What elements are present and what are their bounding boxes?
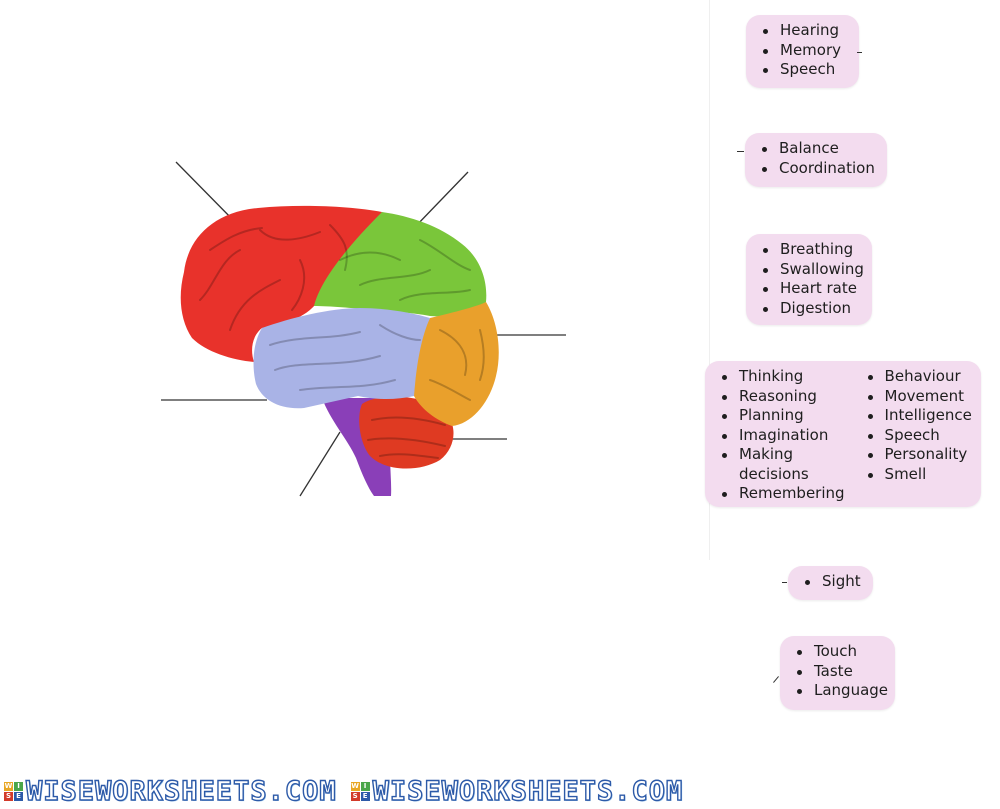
label-line-brainstem[interactable] (299, 431, 341, 497)
card-column-right: Behaviour Movement Intelligence Speech P… (863, 367, 972, 504)
watermark-block: W I S E WISEWORKSHEETS.COM (4, 775, 337, 807)
brain-diagram (161, 161, 566, 497)
function-card-hearing[interactable]: Hearing Memory Speech (746, 15, 859, 88)
temporal-lobe (253, 308, 430, 409)
card-item: Making (717, 445, 845, 465)
card-item: Intelligence (863, 406, 972, 426)
card-item: Thinking (717, 367, 845, 387)
card-column-left: Thinking Reasoning Planning Imagination … (717, 367, 845, 504)
card-item: Sight (800, 572, 863, 592)
page-divider (709, 0, 710, 560)
label-line-frontal[interactable] (175, 161, 239, 226)
occipital-lobe (412, 302, 499, 426)
card-connector (857, 52, 862, 53)
card-item: Imagination (717, 426, 845, 446)
cerebellum-lobe (359, 396, 454, 469)
watermark-logo-icon: W I S E (4, 781, 23, 801)
card-connector (737, 151, 744, 152)
card-connector (773, 676, 779, 683)
card-item: Personality (863, 445, 972, 465)
card-item: Behaviour (863, 367, 972, 387)
card-item: Heart rate (758, 279, 862, 299)
function-card-breathing[interactable]: Breathing Swallowing Heart rate Digestio… (746, 234, 872, 325)
card-item: Swallowing (758, 260, 864, 280)
card-item: Planning (717, 406, 845, 426)
watermark-text: WISEWORKSHEETS.COM (372, 775, 684, 807)
card-connector (782, 582, 787, 583)
watermark-block: W I S E WISEWORKSHEETS.COM (350, 775, 684, 807)
card-item: Hearing (758, 21, 849, 41)
function-card-thinking[interactable]: Thinking Reasoning Planning Imagination … (705, 361, 981, 507)
card-item: Smell (863, 465, 972, 485)
watermark-logo-icon: W I S E (350, 781, 370, 801)
card-item: Remembering (717, 484, 845, 504)
card-item: Digestion (758, 299, 862, 319)
card-item: Speech (863, 426, 972, 446)
card-item: Reasoning (717, 387, 845, 407)
function-card-touch[interactable]: Touch Taste Language (780, 636, 895, 710)
parietal-lobe (314, 212, 487, 317)
card-item: Touch (792, 642, 885, 662)
card-item: Movement (863, 387, 972, 407)
watermark-text: WISEWORKSHEETS.COM (25, 775, 337, 807)
frontal-lobe (180, 205, 382, 362)
card-item: Language (792, 681, 888, 701)
card-item: Speech (758, 60, 849, 80)
card-item: Taste (792, 662, 885, 682)
card-item-continued: decisions (739, 464, 809, 483)
card-item: Balance (757, 139, 877, 159)
function-card-sight[interactable]: Sight (788, 566, 873, 600)
card-item: Memory (758, 41, 849, 61)
card-item: Breathing (758, 240, 862, 260)
function-card-balance[interactable]: Balance Coordination (745, 133, 887, 187)
label-line-parietal[interactable] (413, 171, 469, 229)
card-item: Coordination (757, 159, 877, 179)
watermark-footer: W I S E WISEWORKSHEETS.COM W I S E WISEW… (0, 775, 1000, 807)
